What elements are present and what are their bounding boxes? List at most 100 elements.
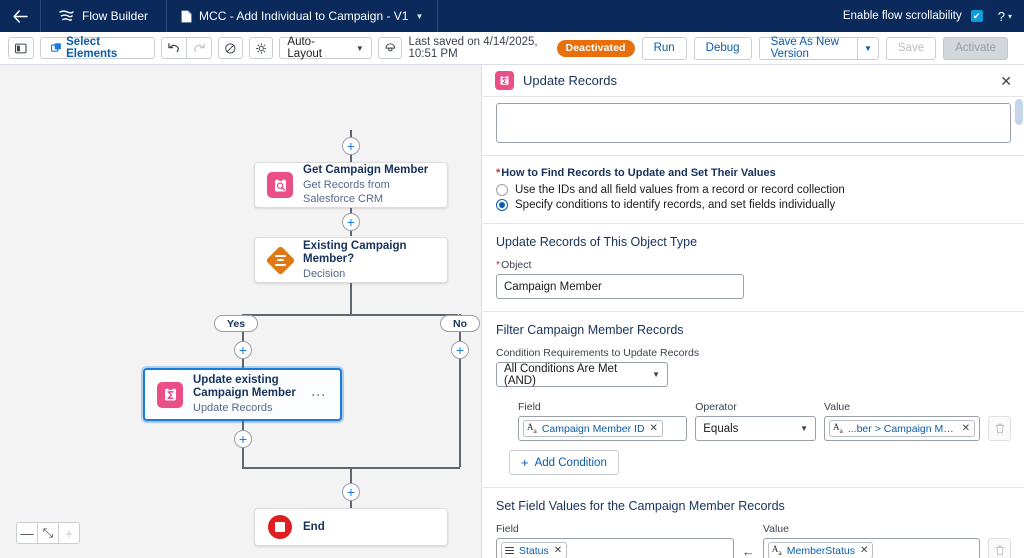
- zoom-out-button[interactable]: —: [16, 522, 38, 544]
- set-field-input[interactable]: Status ✕: [496, 538, 734, 558]
- save-label: Save: [897, 42, 925, 54]
- object-input[interactable]: Campaign Member: [496, 274, 744, 299]
- flow-node-get-campaign-member[interactable]: Get Campaign Member Get Records from Sal…: [254, 162, 448, 208]
- radio-specify-conditions[interactable]: Specify conditions to identify records, …: [496, 199, 1011, 211]
- branch-label-yes[interactable]: Yes: [214, 315, 259, 332]
- text-type-icon: Aa: [833, 421, 843, 435]
- condition-requirements-select[interactable]: All Conditions Are Met (AND) ▼: [496, 362, 668, 387]
- delete-condition-button[interactable]: [988, 416, 1011, 441]
- remove-token-icon[interactable]: ✕: [553, 545, 563, 556]
- flow-scrollability-label: Enable flow scrollability: [842, 10, 962, 22]
- set-values-section-title: Set Field Values for the Campaign Member…: [496, 499, 785, 513]
- debug-label: Debug: [705, 42, 740, 54]
- condition-operator-select[interactable]: Equals ▼: [695, 416, 816, 441]
- divider: [437, 0, 439, 32]
- how-to-find-records-text: How to Find Records to Update and Set Th…: [501, 167, 776, 179]
- node-menu-button[interactable]: ⋮: [311, 387, 327, 402]
- back-button[interactable]: [0, 0, 40, 32]
- field-token[interactable]: Status ✕: [501, 542, 568, 558]
- canvas-zoom-controls: — ⤡ +: [16, 522, 80, 544]
- set-field-values-section: Set Field Values for the Campaign Member…: [483, 488, 1024, 558]
- connector-line: [459, 358, 461, 467]
- copy-flow-button[interactable]: [377, 37, 403, 59]
- save-as-new-version-group: Save As New Version ▼: [758, 36, 879, 60]
- select-elements-button[interactable]: Select Elements: [39, 36, 156, 60]
- chevron-down-icon: ▼: [800, 424, 808, 433]
- set-value-label: Value: [762, 523, 789, 535]
- activate-button: Activate: [943, 36, 1009, 60]
- condition-value-input[interactable]: Aa ...ber > Campaign Member ID ✕: [824, 416, 980, 441]
- undo-button[interactable]: [161, 37, 188, 59]
- text-type-icon: Aa: [771, 543, 782, 557]
- radio-use-ids[interactable]: Use the IDs and all field values from a …: [496, 184, 1011, 196]
- panel-header: Update Records ✕: [483, 65, 1024, 97]
- add-element-button[interactable]: +: [234, 341, 252, 359]
- close-icon[interactable]: ✕: [1000, 72, 1012, 89]
- value-token[interactable]: Aa MemberStatus ✕: [767, 542, 874, 558]
- add-condition-button[interactable]: + Add Condition: [509, 450, 619, 475]
- gear-icon: [255, 42, 267, 54]
- token-label: ...ber > Campaign Member ID: [847, 422, 957, 435]
- flow-builder-icon: [59, 9, 74, 21]
- status-badge: Deactivated: [556, 39, 635, 57]
- add-element-button[interactable]: +: [451, 341, 469, 359]
- no-entry-button[interactable]: [218, 37, 243, 59]
- flow-builder-app-link[interactable]: Flow Builder: [41, 0, 166, 32]
- radio-button[interactable]: [496, 184, 508, 196]
- save-as-new-version-button[interactable]: Save As New Version: [758, 36, 858, 60]
- description-textarea[interactable]: [496, 103, 1011, 143]
- remove-token-icon[interactable]: ✕: [649, 423, 658, 434]
- flow-node-update-existing-campaign-member[interactable]: Update existing Campaign Member Update R…: [143, 368, 342, 421]
- add-element-button[interactable]: +: [234, 430, 252, 448]
- condition-field-label: Field: [518, 401, 541, 413]
- run-button[interactable]: Run: [641, 36, 687, 60]
- flow-name-menu[interactable]: MCC - Add Individual to Campaign - V1 ▼: [167, 0, 437, 32]
- remove-token-icon[interactable]: ✕: [860, 545, 869, 556]
- copy-icon: [385, 43, 395, 52]
- connector-line: [243, 314, 458, 316]
- toggle-left-panel-button[interactable]: [8, 37, 34, 59]
- layout-mode-select[interactable]: Auto-Layout ▼: [279, 36, 372, 60]
- set-value-input[interactable]: Aa MemberStatus ✕: [762, 538, 980, 558]
- field-token[interactable]: Aa Campaign Member ID ✕: [523, 420, 663, 437]
- add-element-button[interactable]: +: [342, 483, 360, 501]
- get-records-icon: [267, 172, 293, 198]
- condition-value-label: Value: [824, 401, 851, 413]
- add-element-button[interactable]: +: [342, 213, 360, 231]
- radio-button-selected[interactable]: [496, 199, 508, 211]
- token-label: Status: [519, 544, 549, 557]
- condition-field-input[interactable]: Aa Campaign Member ID ✕: [518, 416, 688, 441]
- branch-label-no[interactable]: No: [440, 315, 480, 332]
- chevron-down-icon: ▼: [652, 370, 660, 379]
- flow-toolbar: Select Elements: [0, 32, 1024, 65]
- debug-button[interactable]: Debug: [693, 36, 752, 60]
- condition-requirements-label: Condition Requirements to Update Records: [496, 347, 700, 359]
- node-title: Update existing Campaign Member: [193, 374, 296, 399]
- radio-label: Specify conditions to identify records, …: [515, 199, 836, 211]
- help-menu[interactable]: ? ▾: [992, 9, 1012, 24]
- divider: [40, 0, 41, 32]
- arrow-left-icon: [12, 9, 28, 23]
- flow-node-end[interactable]: End: [254, 508, 448, 546]
- zoom-fit-button[interactable]: ⤡: [37, 522, 59, 544]
- zoom-in-button: +: [58, 522, 80, 544]
- plus-icon: +: [521, 455, 529, 470]
- value-token[interactable]: Aa ...ber > Campaign Member ID ✕: [829, 420, 975, 437]
- flow-node-existing-campaign-member-decision[interactable]: Existing Campaign Member? Decision: [254, 237, 448, 283]
- flow-scrollability-checkbox[interactable]: ✔: [970, 10, 983, 22]
- save-options-dropdown-button[interactable]: ▼: [856, 36, 879, 60]
- object-type-section: Update Records of This Object Type *Obje…: [483, 224, 1024, 312]
- undo-redo-group: [161, 37, 213, 59]
- flow-name-label: MCC - Add Individual to Campaign - V1: [199, 9, 409, 23]
- delete-field-button[interactable]: [988, 538, 1011, 558]
- radio-label: Use the IDs and all field values from a …: [515, 184, 845, 196]
- flow-settings-button[interactable]: [248, 37, 274, 59]
- flow-canvas[interactable]: + + + + + + Yes No: [0, 65, 482, 558]
- how-to-find-records-section: *How to Find Records to Update and Set T…: [483, 156, 1024, 224]
- object-section-title: Update Records of This Object Type: [496, 235, 698, 249]
- panel-body[interactable]: *How to Find Records to Update and Set T…: [483, 97, 1024, 558]
- panel-scrollbar[interactable]: [1015, 99, 1023, 125]
- add-element-button[interactable]: +: [342, 137, 360, 155]
- document-icon: [181, 10, 192, 22]
- remove-token-icon[interactable]: ✕: [961, 423, 970, 434]
